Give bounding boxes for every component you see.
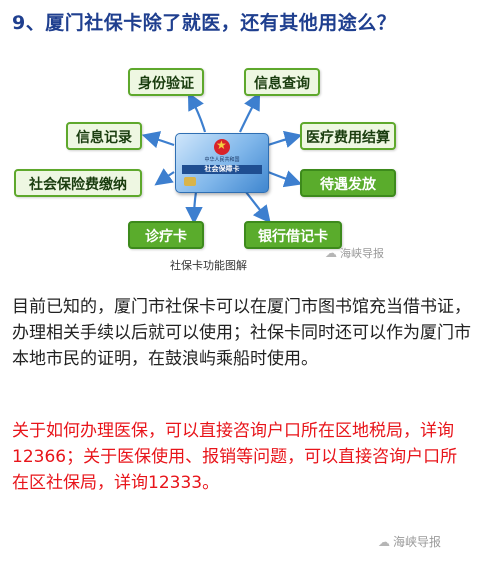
arrow-to-insurance-payment bbox=[154, 168, 175, 186]
function-identity-verification: 身份验证 bbox=[128, 68, 204, 96]
arrow-to-info-query bbox=[239, 92, 261, 133]
paragraph-usage: 目前已知的，厦门市社保卡可以在厦门市图书馆充当借书证，办理相关手续以后就可以使用… bbox=[12, 297, 471, 369]
arrow-to-info-record bbox=[141, 131, 175, 149]
card-title-strip bbox=[182, 165, 262, 174]
wechat-icon: ☁ bbox=[378, 535, 390, 549]
national-emblem-icon bbox=[214, 138, 230, 155]
function-bank-debit-card: 银行借记卡 bbox=[244, 221, 342, 249]
card-chip-icon bbox=[184, 177, 196, 186]
arrow-to-bank-card bbox=[245, 191, 271, 224]
footer-watermark: ☁海峡导报 bbox=[378, 533, 441, 550]
function-benefit-payout: 待遇发放 bbox=[300, 169, 396, 197]
arrow-layer bbox=[141, 92, 303, 225]
page-heading: 9、厦门社保卡除了就医，还有其他用途么？ bbox=[12, 12, 397, 34]
function-diagram: 身份验证 信息查询 信息记录 医疗费用结算 社会保险费缴纳 待遇发放 诊疗卡 银… bbox=[0, 40, 480, 275]
card-issuer: 中华人民共和国 bbox=[204, 157, 240, 163]
function-insurance-payment: 社会保险费缴纳 bbox=[14, 169, 142, 197]
function-medical-settlement: 医疗费用结算 bbox=[300, 122, 396, 150]
paragraph-contact: 关于如何办理医保，可以直接咨询户口所在区地税局，详询12366；关于医保使用、报… bbox=[12, 421, 458, 493]
social-security-card-image: 中华人民共和国 社会保障卡 bbox=[175, 133, 269, 193]
diagram-watermark-text: 海峡导报 bbox=[340, 247, 384, 260]
diagram-caption: 社保卡功能图解 bbox=[170, 259, 247, 272]
function-clinic-card: 诊疗卡 bbox=[128, 221, 204, 249]
arrow-to-benefit bbox=[267, 170, 303, 188]
arrow-to-clinic-card bbox=[185, 191, 203, 225]
function-info-record: 信息记录 bbox=[66, 122, 142, 150]
wechat-icon: ☁ bbox=[325, 246, 337, 260]
footer-watermark-text: 海峡导报 bbox=[393, 535, 442, 549]
arrow-to-medical-settlement bbox=[267, 130, 303, 148]
function-info-query: 信息查询 bbox=[244, 68, 320, 96]
card-title: 社会保障卡 bbox=[204, 165, 240, 173]
diagram-watermark: ☁海峡导报 bbox=[325, 245, 384, 261]
arrow-to-identity bbox=[187, 92, 207, 133]
